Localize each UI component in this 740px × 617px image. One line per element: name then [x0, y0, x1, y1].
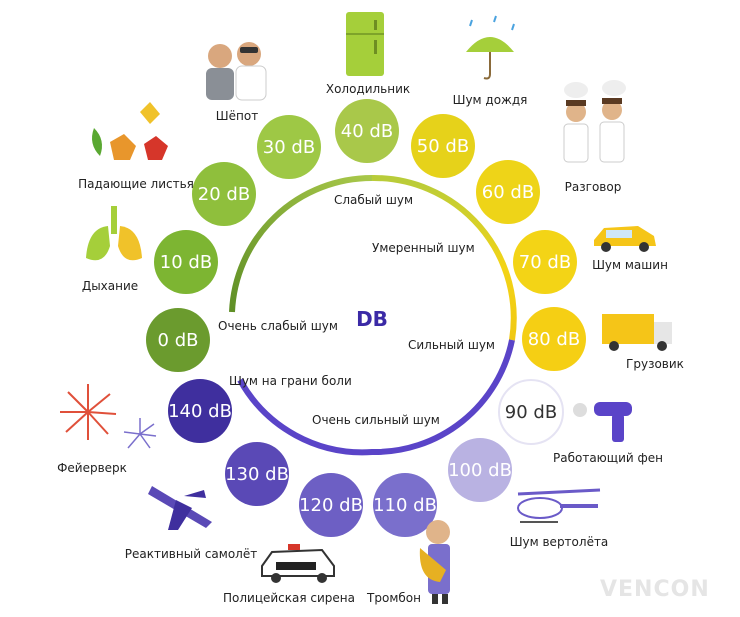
refrigerator-icon: [346, 12, 384, 76]
level-circle: [448, 438, 512, 502]
level-circle: [522, 307, 586, 371]
source-siren: Полицейская сирена: [223, 591, 355, 605]
level-label: 130 dB: [225, 464, 289, 485]
level-140: 140 dB: [168, 379, 232, 443]
source-hairdryer: Работающий фен: [553, 451, 663, 465]
level-label: 100 dB: [448, 460, 512, 481]
source-leaves: Падающие листья: [78, 177, 194, 191]
level-label: 40 dB: [341, 121, 393, 142]
level-label: 120 dB: [299, 495, 363, 516]
level-0: 0 dB: [146, 308, 210, 372]
level-120: 120 dB: [299, 473, 363, 537]
hair-dryer-icon: [573, 402, 632, 442]
level-label: 60 dB: [482, 182, 534, 203]
trombone-player-icon: [419, 520, 450, 604]
source-whisper: Шёпот: [216, 109, 258, 123]
level-label: 50 dB: [417, 136, 469, 157]
level-circle: [411, 114, 475, 178]
level-label: 0 dB: [158, 330, 199, 351]
level-circle: [168, 379, 232, 443]
band-very-quiet: Очень слабый шум: [218, 319, 338, 333]
level-circle: [192, 162, 256, 226]
source-car: Шум машин: [592, 258, 668, 272]
level-80: 80 dB: [522, 307, 586, 371]
helicopter-icon: [517, 488, 601, 523]
source-trombone: Тромбон: [366, 591, 421, 605]
level-circle: [373, 473, 437, 537]
source-jet: Реактивный самолёт: [125, 547, 257, 561]
level-label: 20 dB: [198, 184, 250, 205]
arc-loud: [237, 339, 515, 456]
level-110: 110 dB: [373, 473, 437, 537]
level-label: 10 dB: [160, 252, 212, 273]
level-circle: [498, 379, 564, 445]
arc-quiet: [229, 174, 373, 313]
level-label: 30 dB: [263, 137, 315, 158]
lungs-icon: [86, 206, 142, 261]
source-fireworks: Фейерверк: [57, 461, 127, 475]
level-60: 60 dB: [476, 160, 540, 224]
level-30: 30 dB: [257, 115, 321, 179]
truck-icon: [602, 314, 672, 351]
level-40: 40 dB: [335, 99, 399, 163]
level-label: 80 dB: [528, 329, 580, 350]
level-70: 70 dB: [513, 230, 577, 294]
level-100: 100 dB: [448, 438, 512, 502]
level-circle: [257, 115, 321, 179]
level-label: 110 dB: [373, 495, 437, 516]
center-label: DB: [356, 307, 388, 331]
level-50: 50 dB: [411, 114, 475, 178]
level-circle: [146, 308, 210, 372]
level-label: 90 dB: [505, 402, 557, 423]
source-rain: Шум дождя: [453, 93, 528, 107]
fireworks-icon: [60, 384, 157, 449]
source-fridge: Холодильник: [326, 82, 410, 96]
band-very-loud: Очень сильный шум: [312, 413, 440, 427]
whispering-people-icon: [206, 42, 267, 101]
jet-plane-icon: [148, 486, 212, 530]
level-circle: [225, 442, 289, 506]
source-truck: Грузовик: [626, 357, 684, 371]
level-10: 10 dB: [154, 230, 218, 294]
umbrella-rain-icon: [466, 15, 515, 80]
level-20: 20 dB: [192, 162, 256, 226]
leaves-icon: [92, 102, 168, 160]
level-label: 140 dB: [168, 401, 232, 422]
band-moderate: Умеренный шум: [372, 241, 475, 255]
scale-arc: [229, 174, 517, 456]
car-icon: [594, 226, 656, 252]
talking-people-icon: [563, 80, 626, 163]
band-loud: Сильный шум: [408, 338, 495, 352]
arc-moderate: [371, 174, 517, 341]
source-conversation: Разговор: [565, 180, 622, 194]
level-circle: [513, 230, 577, 294]
source-breathing: Дыхание: [82, 279, 138, 293]
source-helicopter: Шум вертолёта: [510, 535, 609, 549]
band-quiet: Слабый шум: [334, 193, 413, 207]
level-circle: [335, 99, 399, 163]
level-label: 70 dB: [519, 252, 571, 273]
level-circle: [476, 160, 540, 224]
level-circle: [299, 473, 363, 537]
police-car-icon: [261, 544, 335, 583]
watermark-logo: VENCON: [600, 577, 710, 602]
band-pain: Шум на грани боли: [229, 374, 352, 388]
level-circle: [154, 230, 218, 294]
level-130: 130 dB: [225, 442, 289, 506]
level-90: 90 dB: [498, 379, 564, 445]
